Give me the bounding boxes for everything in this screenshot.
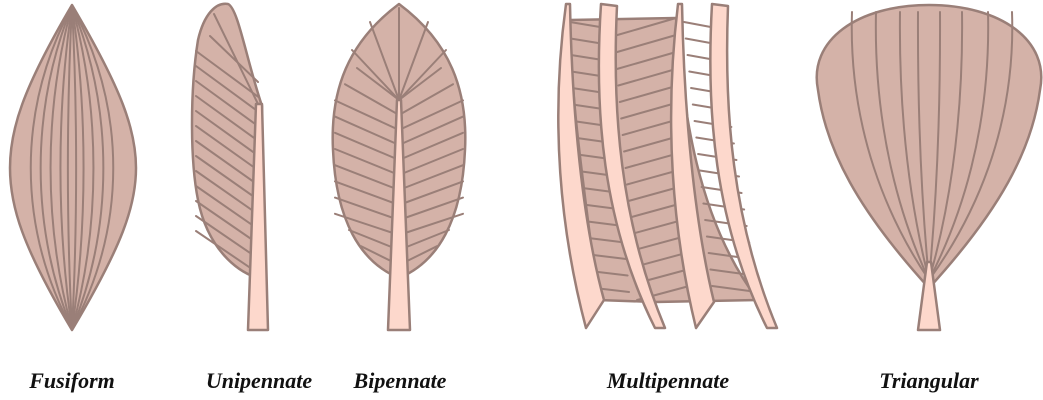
- fusiform-muscle: [10, 5, 136, 330]
- multipennate-label: Multipennate: [607, 368, 729, 394]
- fusiform-label: Fusiform: [29, 368, 115, 394]
- unipennate-muscle: [192, 4, 268, 330]
- bipennate-label: Bipennate: [354, 368, 447, 394]
- bipennate-muscle: [333, 4, 466, 330]
- triangular-label: Triangular: [879, 368, 978, 394]
- unipennate-label: Unipennate: [206, 368, 312, 394]
- triangular-muscle: [817, 5, 1042, 330]
- multipennate-muscle: [558, 4, 777, 328]
